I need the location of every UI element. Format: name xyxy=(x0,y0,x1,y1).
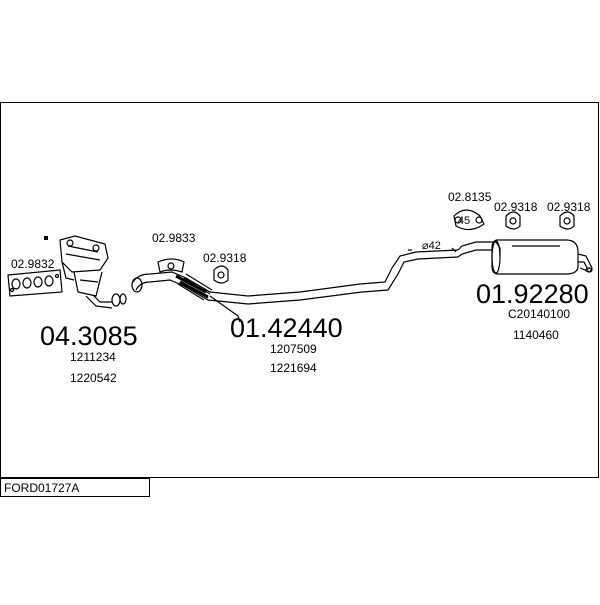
rubber-mount-label: 02.8135 xyxy=(448,190,492,204)
manifold-gasket-drawing xyxy=(7,269,63,297)
gasket-flex-front-label: 02.9833 xyxy=(152,231,196,245)
catalyst-drawing xyxy=(59,235,127,309)
gasket-flex-rear-label: 02.9318 xyxy=(203,251,247,265)
diagram-code: FORD01727A xyxy=(4,481,79,495)
front-pipe-ref-2: 1221694 xyxy=(270,361,317,375)
rear-silencer-part-number: 01.92280 xyxy=(476,279,589,309)
clamp-left-drawing xyxy=(505,211,521,230)
pipe-diameter-label: ⌀42 xyxy=(422,240,441,252)
gasket-manifold-label: 02.9832 xyxy=(11,257,55,271)
clamp-right-drawing xyxy=(559,211,575,230)
catalyst-ref-2: 1220542 xyxy=(70,371,117,385)
front-pipe-ref-1: 1207509 xyxy=(270,342,317,356)
code-box xyxy=(0,478,150,497)
rubber-mount-drawing xyxy=(453,209,485,231)
flex-gasket-front-drawing xyxy=(157,258,185,273)
clamp-left-label: 02.9318 xyxy=(494,200,538,214)
rear-silencer-ref-1: C20140100 xyxy=(508,307,570,321)
marker-square xyxy=(44,236,48,240)
rear-silencer-drawing xyxy=(457,239,593,275)
front-pipe-drawing xyxy=(131,247,459,323)
clamp-right-label: 02.9318 xyxy=(547,200,591,214)
mount-badge: 45 xyxy=(458,215,470,227)
catalyst-ref-1: 1211234 xyxy=(70,350,116,364)
flex-gasket-rear-drawing xyxy=(213,265,229,284)
diagram-frame xyxy=(0,102,599,478)
rear-silencer-ref-2: 1140460 xyxy=(513,328,559,342)
catalyst-part-number: 04.3085 xyxy=(40,321,138,351)
front-pipe-part-number: 01.42440 xyxy=(230,313,343,343)
